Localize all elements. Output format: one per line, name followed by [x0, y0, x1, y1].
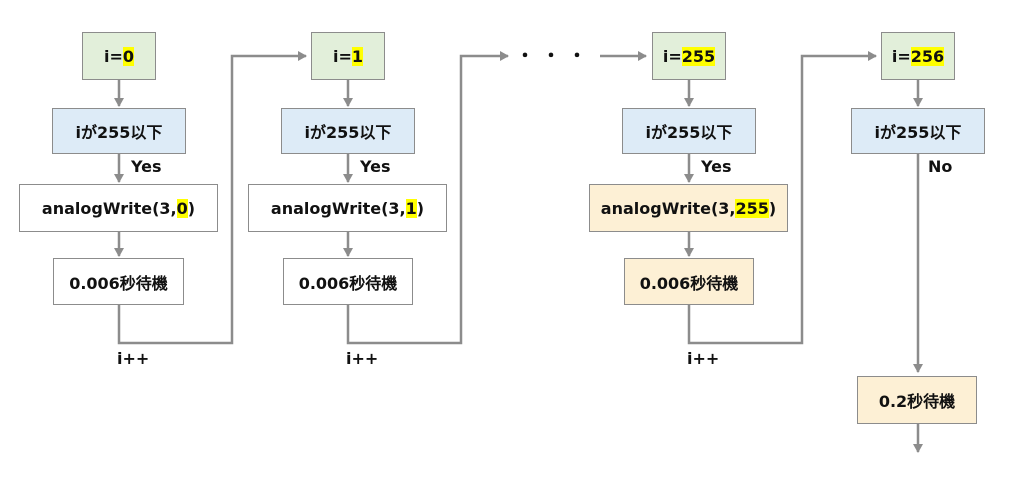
condition-box-3: iが255以下 [622, 108, 756, 154]
wait-text-3: 0.006秒待機 [639, 273, 739, 293]
init-value-4: 256 [910, 46, 945, 66]
init-box-3: i=255 [652, 32, 726, 80]
loop-line-3-to-4 [687, 51, 877, 345]
condition-text-3: iが255以下 [645, 123, 733, 142]
write-value-2: 1 [405, 198, 417, 218]
condition-text-1: iが255以下 [75, 123, 163, 142]
init-box-1: i=0 [82, 32, 156, 80]
write-box-2: analogWrite(3,1) [248, 184, 447, 232]
condition-text-4: iが255以下 [874, 123, 962, 142]
loop-line-2-to-ellipsis [346, 51, 509, 345]
wait-box-2: 0.006秒待機 [283, 258, 413, 305]
condition-box-4: iが255以下 [851, 108, 985, 154]
init-box-2: i=1 [311, 32, 385, 80]
write-prefix-3: analogWrite(3, [600, 198, 736, 218]
branch-label-2: Yes [360, 157, 391, 176]
write-prefix-2: analogWrite(3, [270, 198, 406, 218]
write-value-1: 0 [176, 198, 188, 218]
increment-label-3: i++ [687, 349, 720, 368]
branch-label-4: No [928, 157, 953, 176]
init-value-3: 255 [681, 46, 716, 66]
wait-box-3: 0.006秒待機 [624, 258, 754, 305]
write-value-3: 255 [735, 198, 769, 218]
final-wait-box: 0.2秒待機 [857, 376, 977, 424]
condition-box-2: iが255以下 [281, 108, 415, 154]
write-box-1: analogWrite(3,0) [19, 184, 218, 232]
condition-box-1: iが255以下 [52, 108, 186, 154]
init-prefix-2: i= [332, 46, 352, 66]
write-box-3: analogWrite(3,255) [589, 184, 788, 232]
write-suffix-2: ) [416, 198, 425, 218]
init-value-2: 1 [351, 46, 364, 66]
wait-text-2: 0.006秒待機 [298, 273, 398, 293]
write-prefix-1: analogWrite(3, [41, 198, 177, 218]
init-prefix-3: i= [662, 46, 682, 66]
condition-text-2: iが255以下 [304, 123, 392, 142]
init-box-4: i=256 [881, 32, 955, 80]
branch-label-1: Yes [131, 157, 162, 176]
branch-label-3: Yes [701, 157, 732, 176]
write-suffix-3: ) [768, 198, 777, 218]
init-prefix-1: i= [103, 46, 123, 66]
loop-line-1-to-2 [117, 51, 307, 345]
increment-label-2: i++ [346, 349, 379, 368]
wait-box-1: 0.006秒待機 [53, 258, 184, 305]
final-wait-text: 0.2秒待機 [878, 392, 956, 411]
ellipsis: ・・・ [516, 46, 594, 67]
increment-label-1: i++ [117, 349, 150, 368]
write-suffix-1: ) [187, 198, 196, 218]
init-prefix-4: i= [891, 46, 911, 66]
wait-text-1: 0.006秒待機 [69, 273, 168, 293]
init-value-1: 0 [122, 46, 135, 66]
